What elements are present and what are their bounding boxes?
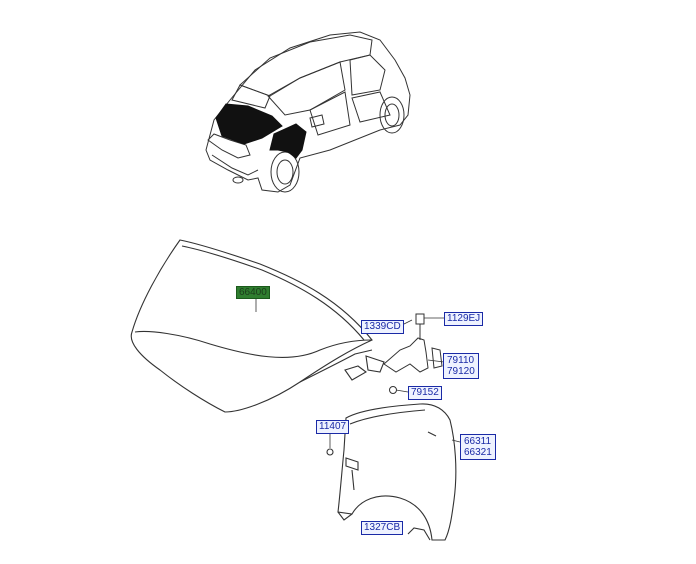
car-hood-highlight (215, 103, 283, 145)
label-hinge-lh: 79110 (447, 355, 475, 366)
label-hood: 66400 (236, 286, 270, 299)
label-hinge-bolt: 1129EJ (444, 312, 484, 326)
label-fender-screw: 1327CB (361, 521, 404, 535)
label-fender-bolt: 11407 (316, 420, 350, 434)
label-fender-lh: 66311 (464, 436, 492, 447)
label-hinge-rh: 79120 (447, 366, 475, 377)
label-hinge-group: 79110 79120 (443, 353, 479, 379)
car-fender-highlight (269, 123, 307, 159)
label-hinge-nut: 1339CD (361, 320, 404, 334)
hood-part (130, 239, 385, 413)
label-hinge-bolt2: 79152 (408, 386, 442, 400)
label-fender-group: 66311 66321 (460, 434, 496, 460)
car-illustration (205, 31, 411, 193)
label-fender-rh: 66321 (464, 447, 492, 458)
